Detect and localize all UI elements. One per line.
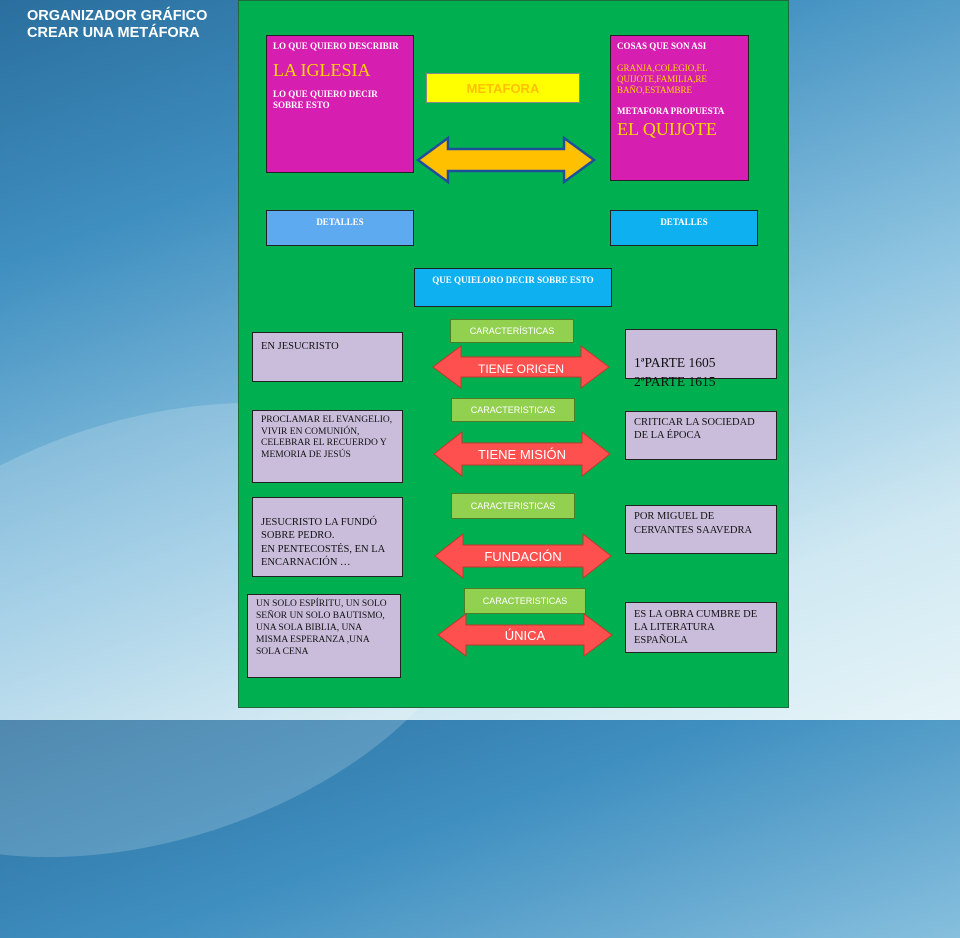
- details-right: DETALLES: [610, 210, 758, 246]
- row1-right-text: 1ªPARTE 1605 2ªPARTE 1615: [634, 355, 716, 389]
- row4-left-box: UN SOLO ESPÍRITU, UN SOLO SEÑOR UN SOLO …: [247, 594, 401, 678]
- row2-chip-label: CARACTERISTICAS: [470, 405, 556, 415]
- row4-right-text: ES LA OBRA CUMBRE DE LA LITERATURA ESPAÑ…: [634, 609, 758, 646]
- row4-double-arrow-icon: ÚNICA: [436, 613, 614, 657]
- row2-left-text: PROCLAMAR EL EVANGELIO, VIVIR EN COMUNIÓ…: [261, 415, 393, 460]
- row1-chip-label: CARACTERÍSTICAS: [469, 326, 555, 336]
- details-left: DETALLES: [266, 210, 414, 246]
- row2-left-box: PROCLAMAR EL EVANGELIO, VIVIR EN COMUNIÓ…: [252, 410, 403, 483]
- metaphor-text: METAFORA: [466, 80, 540, 96]
- row2-characteristics-chip: CARACTERISTICAS: [451, 398, 575, 422]
- row3-right-text: POR MIGUEL DE CERVANTES SAAVEDRA: [634, 511, 753, 536]
- double-arrow-icon: [416, 136, 596, 184]
- row4-characteristics-chip: CARACTERISTICAS: [464, 588, 586, 614]
- row1-arrow-label: TIENE ORIGEN: [477, 362, 564, 376]
- row1-left-box: EN JESUCRISTO: [252, 332, 403, 382]
- slide-title: ORGANIZADOR GRÁFICO CREAR UNA METÁFORA: [27, 8, 232, 42]
- things-label: COSAS QUE SON ASI: [617, 41, 707, 51]
- details-left-label: DETALLES: [316, 217, 364, 227]
- describe-subject: LA IGLESIA: [273, 60, 371, 80]
- row3-left-text: JESUCRISTO LA FUNDÓ SOBRE PEDRO. EN PENT…: [261, 516, 385, 569]
- proposed-metaphor-label: METAFORA PROPUESTA: [617, 106, 725, 116]
- row2-right-box: CRITICAR LA SOCIEDAD DE LA ÉPOCA: [625, 411, 777, 460]
- row1-left-text: EN JESUCRISTO: [261, 341, 339, 352]
- things-list: GRANJA,COLEGIO,EL QUIJOTE,FAMILIA,RE BAÑ…: [617, 63, 708, 95]
- organizer-board: LO QUE QUIERO DESCRIBIR LA IGLESIA LO QU…: [238, 0, 789, 708]
- details-right-label: DETALLES: [660, 217, 708, 227]
- row4-right-box: ES LA OBRA CUMBRE DE LA LITERATURA ESPAÑ…: [625, 602, 777, 653]
- row4-arrow-label: ÚNICA: [504, 628, 546, 643]
- describe-meaning-label: LO QUE QUIERO DECIR SOBRE ESTO: [273, 89, 378, 110]
- things-box: COSAS QUE SON ASI GRANJA,COLEGIO,EL QUIJ…: [610, 35, 749, 181]
- slide-title-line-2: CREAR UNA METÁFORA: [27, 25, 200, 41]
- row3-characteristics-chip: CARACTERISTICAS: [451, 493, 575, 519]
- describe-box: LO QUE QUIERO DESCRIBIR LA IGLESIA LO QU…: [266, 35, 414, 173]
- row1-right-box: 1ªPARTE 1605 2ªPARTE 1615: [625, 329, 777, 389]
- describe-label: LO QUE QUIERO DESCRIBIR: [273, 41, 399, 51]
- row3-arrow-label: FUNDACIÓN: [484, 549, 562, 564]
- row4-chip-label: CARACTERISTICAS: [482, 596, 568, 606]
- row3-chip-label: CARACTERISTICAS: [470, 501, 556, 511]
- meaning-label: QUE QUIELORO DECIR SOBRE ESTO: [432, 275, 594, 285]
- row2-double-arrow-icon: TIENE MISIÓN: [432, 431, 612, 477]
- row3-right-box: POR MIGUEL DE CERVANTES SAAVEDRA: [625, 505, 777, 554]
- row1-double-arrow-icon: TIENE ORIGEN: [431, 345, 611, 389]
- metaphor-label: METAFORA: [426, 73, 580, 103]
- row2-arrow-label: TIENE MISIÓN: [477, 447, 567, 462]
- row2-right-text: CRITICAR LA SOCIEDAD DE LA ÉPOCA: [634, 417, 755, 441]
- proposed-metaphor: EL QUIJOTE: [617, 119, 717, 139]
- row3-double-arrow-icon: FUNDACIÓN: [433, 533, 613, 579]
- row3-left-box: JESUCRISTO LA FUNDÓ SOBRE PEDRO. EN PENT…: [252, 497, 403, 577]
- row4-left-text: UN SOLO ESPÍRITU, UN SOLO SEÑOR UN SOLO …: [256, 599, 387, 657]
- row1-characteristics-chip: CARACTERÍSTICAS: [450, 319, 574, 343]
- meaning-box: QUE QUIELORO DECIR SOBRE ESTO: [414, 268, 612, 307]
- slide-title-line-1: ORGANIZADOR GRÁFICO: [27, 8, 208, 24]
